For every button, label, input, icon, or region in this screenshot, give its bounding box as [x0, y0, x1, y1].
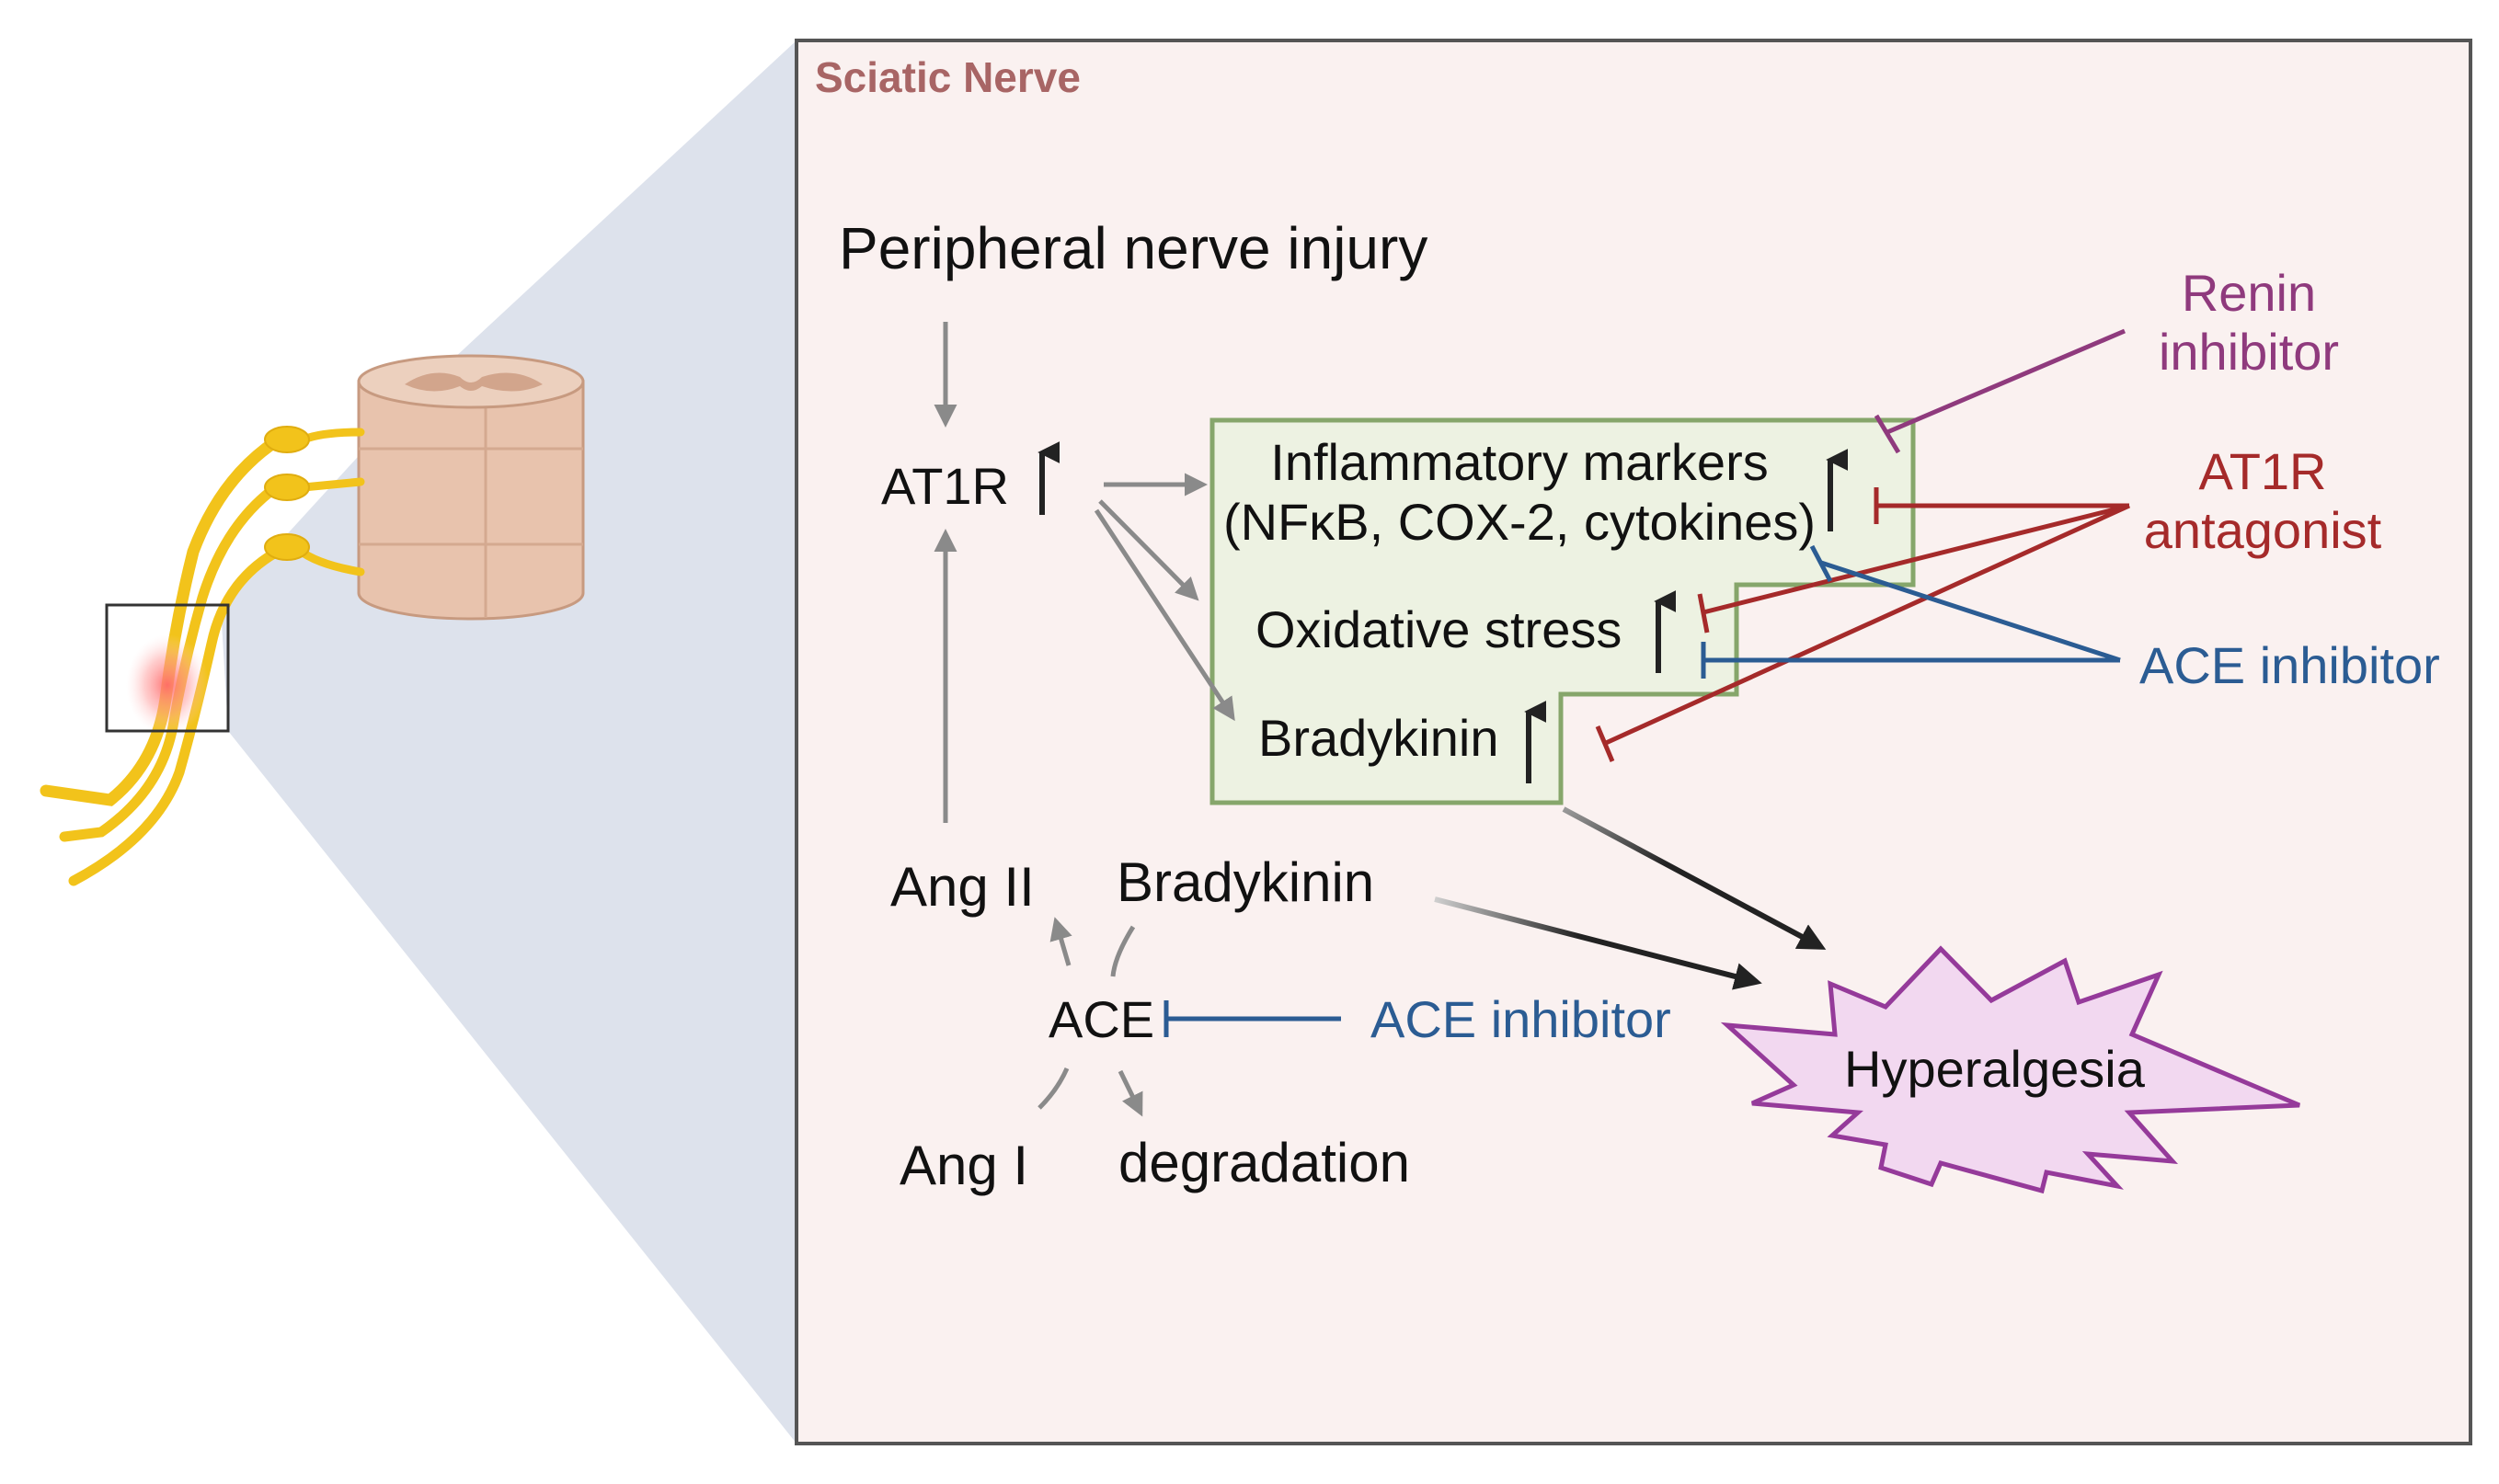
increase-arrows	[1037, 441, 1849, 783]
ace-inhibitor-inhibition	[1164, 544, 2121, 1037]
renin-inhibition	[1874, 328, 2126, 454]
effects-to-hyperalgesia-arrow	[1562, 806, 1827, 950]
ace-to-degradation-arrow	[1118, 1069, 1143, 1117]
zoom-cone	[221, 40, 797, 1444]
at1r-label: AT1R	[881, 457, 1009, 515]
zoom-box	[105, 603, 230, 733]
bradykinin-to-ace-curve	[1110, 925, 1136, 977]
injury-label: Peripheral nerve injury	[839, 215, 1427, 281]
injury-glow	[126, 634, 209, 736]
ace-inhibitor-right-label: ACE inhibitor	[2139, 636, 2440, 694]
at1r-to-bradykinin-arrow	[1094, 508, 1235, 722]
hyperalgesia-label: Hyperalgesia	[1844, 1040, 2146, 1098]
at1r-antagonist-inhibition	[1595, 487, 2131, 762]
bradykinin-effect-label: Bradykinin	[1258, 709, 1498, 767]
oxidative-stress-label: Oxidative stress	[1255, 600, 1622, 658]
renin-inhibitor-label-line1: Renin	[2182, 264, 2316, 322]
inflammatory-markers-detail: (NFκB, COX-2, cytokines)	[1223, 493, 1816, 551]
inflammatory-markers-label: Inflammatory markers	[1270, 433, 1768, 491]
hyperalgesia-arrows	[1434, 806, 1827, 990]
at1r-antagonist-label-line2: antagonist	[2144, 501, 2382, 559]
ace-label: ACE	[1049, 990, 1154, 1048]
ang1-label: Ang I	[900, 1135, 1028, 1196]
ang1-to-ace-curve	[1037, 1067, 1070, 1110]
hyperalgesia-burst	[1720, 945, 2300, 1194]
bradykinin-source-label: Bradykinin	[1117, 851, 1374, 913]
spinal-cord-illustration	[357, 354, 585, 621]
ang2-label: Ang II	[890, 856, 1035, 918]
renin-inhibitor-label-line2: inhibitor	[2159, 323, 2339, 381]
degradation-label: degradation	[1118, 1132, 1410, 1193]
ace-to-ang2-arrow	[1049, 917, 1072, 966]
bradykinin-to-hyperalgesia-arrow	[1434, 896, 1762, 990]
ace-inhibitor-bottom-label: ACE inhibitor	[1370, 990, 1671, 1048]
panel-title: Sciatic Nerve	[815, 53, 1081, 101]
gray-arrows	[934, 322, 1235, 1117]
at1r-antagonist-label-line1: AT1R	[2199, 442, 2327, 500]
at1r-to-oxidative-arrow	[1098, 499, 1199, 601]
sciatic-nerve-panel	[795, 39, 2472, 1445]
effects-box	[1209, 417, 1916, 805]
